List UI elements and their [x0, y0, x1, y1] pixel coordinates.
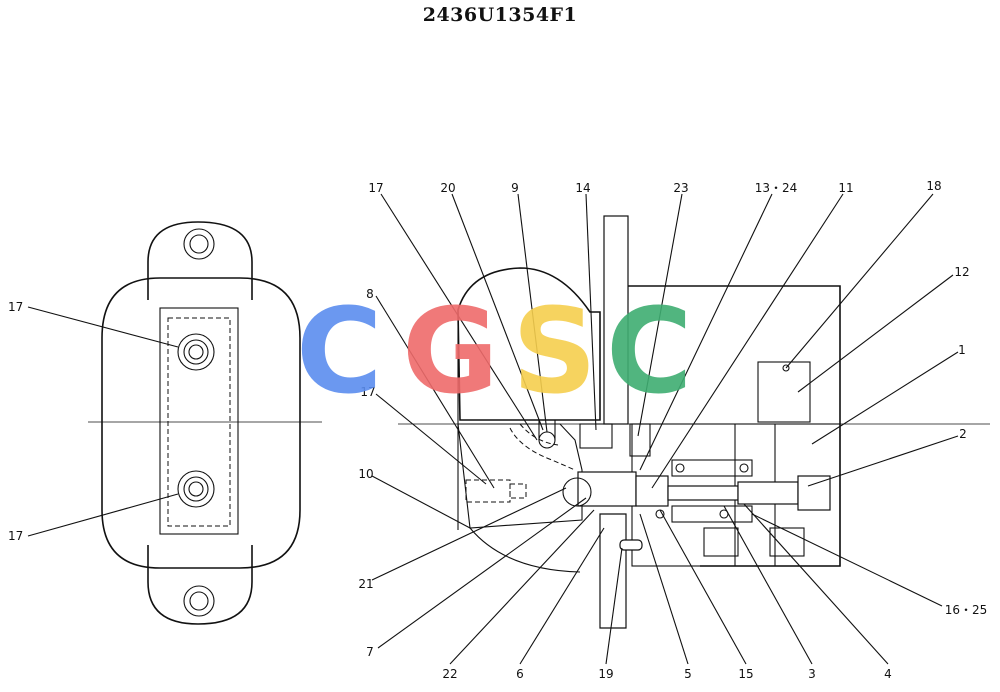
callout-2: 2	[959, 427, 967, 441]
callout-10: 10	[358, 467, 373, 481]
callout-21: 21	[358, 577, 373, 591]
watermark-letter-s: S	[512, 282, 597, 420]
watermark-letter-c1: C	[296, 282, 383, 420]
callout-8: 8	[366, 287, 374, 301]
watermark-letter-g: G	[402, 282, 499, 420]
callout-17-mid: 17	[360, 385, 375, 399]
callout-23: 23	[673, 181, 688, 195]
callout-12: 12	[954, 265, 969, 279]
callout-1: 1	[958, 343, 966, 357]
callout-15: 15	[738, 667, 753, 681]
callout-16-25: 16・25	[945, 603, 988, 617]
callout-17-top: 17	[368, 181, 383, 195]
cgsc-watermark-logo: C G S C	[296, 282, 693, 420]
callout-18: 18	[926, 179, 941, 193]
callout-4: 4	[884, 667, 892, 681]
callout-5: 5	[684, 667, 692, 681]
callout-3: 3	[808, 667, 816, 681]
callout-17-left-bottom: 17	[8, 529, 23, 543]
leader-lines	[371, 193, 959, 665]
callout-9: 9	[511, 181, 519, 195]
callout-22: 22	[442, 667, 457, 681]
callout-11: 11	[838, 181, 853, 195]
callout-14: 14	[575, 181, 590, 195]
left-end-view	[27, 221, 322, 625]
callout-19: 19	[598, 667, 613, 681]
callout-7: 7	[366, 645, 374, 659]
drawing-title: 2436U1354F1	[422, 4, 578, 26]
callout-13-24: 13・24	[755, 181, 798, 195]
right-section-view	[398, 215, 990, 629]
callout-17-left-top: 17	[8, 300, 23, 314]
callout-6: 6	[516, 667, 524, 681]
callout-20: 20	[440, 181, 455, 195]
watermark-letter-c2: C	[606, 282, 693, 420]
